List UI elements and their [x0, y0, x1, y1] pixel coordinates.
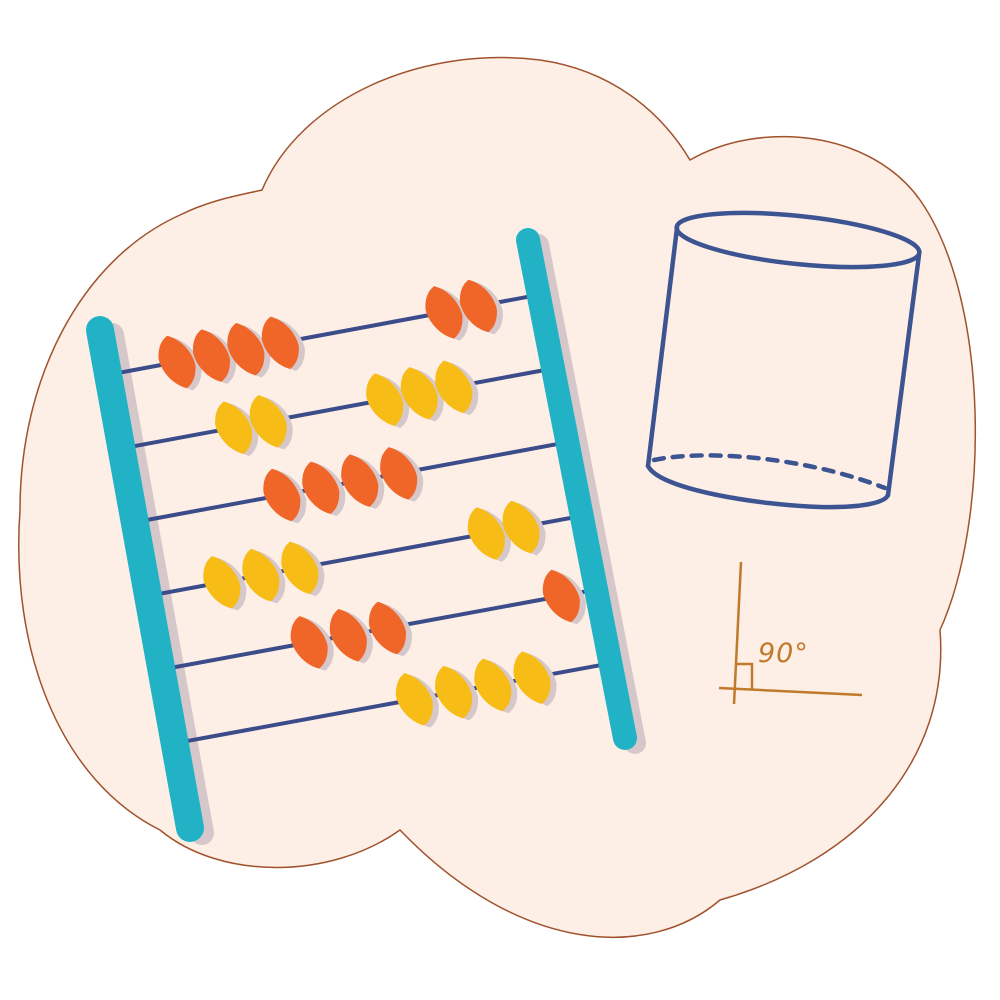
yellow-bead: [249, 395, 287, 448]
cylinder-right-edge: [885, 252, 922, 498]
yellow-bead: [474, 658, 512, 712]
cylinder-left-edge: [645, 225, 680, 469]
orange-bead: [158, 335, 196, 389]
yellow-bead: [242, 548, 280, 602]
yellow-bead: [513, 651, 551, 704]
angle-vertical-line: [732, 561, 743, 705]
yellow-bead: [215, 401, 253, 454]
right-angle-marker: [736, 662, 754, 689]
yellow-bead: [203, 556, 241, 609]
yellow-bead: [435, 665, 473, 719]
cylinder-bottom-back-dashed: [651, 453, 888, 491]
abacus: [86, 228, 646, 845]
angle-label: 90°: [758, 638, 809, 669]
orange-bead: [425, 286, 463, 339]
orange-bead: [227, 322, 265, 376]
yellow-bead: [400, 367, 438, 420]
orange-bead: [380, 447, 418, 500]
orange-bead: [302, 461, 340, 515]
abacus-right-frame: [516, 228, 637, 750]
cloud-background: [18, 56, 977, 939]
yellow-bead: [395, 673, 433, 726]
yellow-bead: [467, 507, 505, 560]
orange-bead: [192, 329, 230, 382]
yellow-bead: [366, 373, 404, 426]
orange-bead: [290, 616, 328, 669]
orange-bead: [368, 601, 406, 655]
orange-bead: [459, 279, 497, 333]
orange-bead: [329, 608, 367, 662]
cylinder-shape: [645, 210, 922, 510]
abacus-rod: [121, 366, 554, 451]
abacus-left-frame: [86, 316, 204, 842]
yellow-bead: [502, 500, 540, 554]
orange-bead: [542, 569, 580, 623]
yellow-bead: [435, 360, 473, 414]
right-angle-diagram: [718, 561, 863, 705]
yellow-bead: [281, 541, 319, 595]
orange-bead: [263, 468, 301, 522]
orange-bead: [261, 316, 299, 370]
cylinder-bottom-front: [645, 463, 891, 510]
angle-horizontal-line: [718, 686, 863, 697]
orange-bead: [341, 454, 379, 507]
